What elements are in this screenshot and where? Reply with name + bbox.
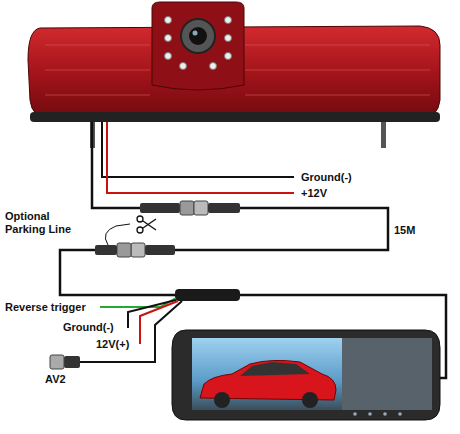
- monitor-buttons: [353, 412, 402, 416]
- wire-label: +12V: [300, 187, 328, 200]
- wire-label: Optional Parking Line: [4, 210, 86, 236]
- wire-label: Reverse trigger: [4, 301, 87, 314]
- camera-dome: [152, 2, 244, 90]
- av2-connector: [50, 355, 80, 369]
- mirror-glass: [342, 338, 432, 410]
- car-window: [240, 362, 310, 376]
- mount-post: [381, 118, 386, 148]
- parking-line-wire: [105, 224, 130, 245]
- scissors-icon: [137, 216, 156, 233]
- camera-lens: [181, 19, 215, 53]
- wire-label: AV2: [44, 373, 67, 386]
- cable-splitter: [175, 289, 240, 301]
- ir-leds: [165, 17, 232, 70]
- monitor-screen: [192, 338, 342, 410]
- aviation-connector: [95, 243, 175, 257]
- wire-label: Ground(-): [300, 171, 353, 184]
- mirror-monitor: [172, 330, 440, 420]
- car-wheel: [302, 392, 318, 408]
- camera-lens: [189, 27, 207, 45]
- wire-label: 12V(+): [95, 338, 130, 351]
- housing-base: [30, 112, 440, 122]
- wire-label: 15M: [393, 224, 416, 237]
- aviation-connector: [140, 201, 240, 215]
- wire-label: Ground(-): [62, 321, 115, 334]
- brake-light-camera: [28, 2, 440, 148]
- video-cable: [60, 250, 175, 295]
- monitor-frame: [172, 330, 440, 420]
- lens-glint: [193, 31, 198, 36]
- power-wire: [107, 122, 294, 193]
- video-cable: [92, 122, 140, 208]
- ground-wire: [102, 122, 294, 177]
- extension-cable: [175, 208, 388, 250]
- car-wheel: [214, 392, 230, 408]
